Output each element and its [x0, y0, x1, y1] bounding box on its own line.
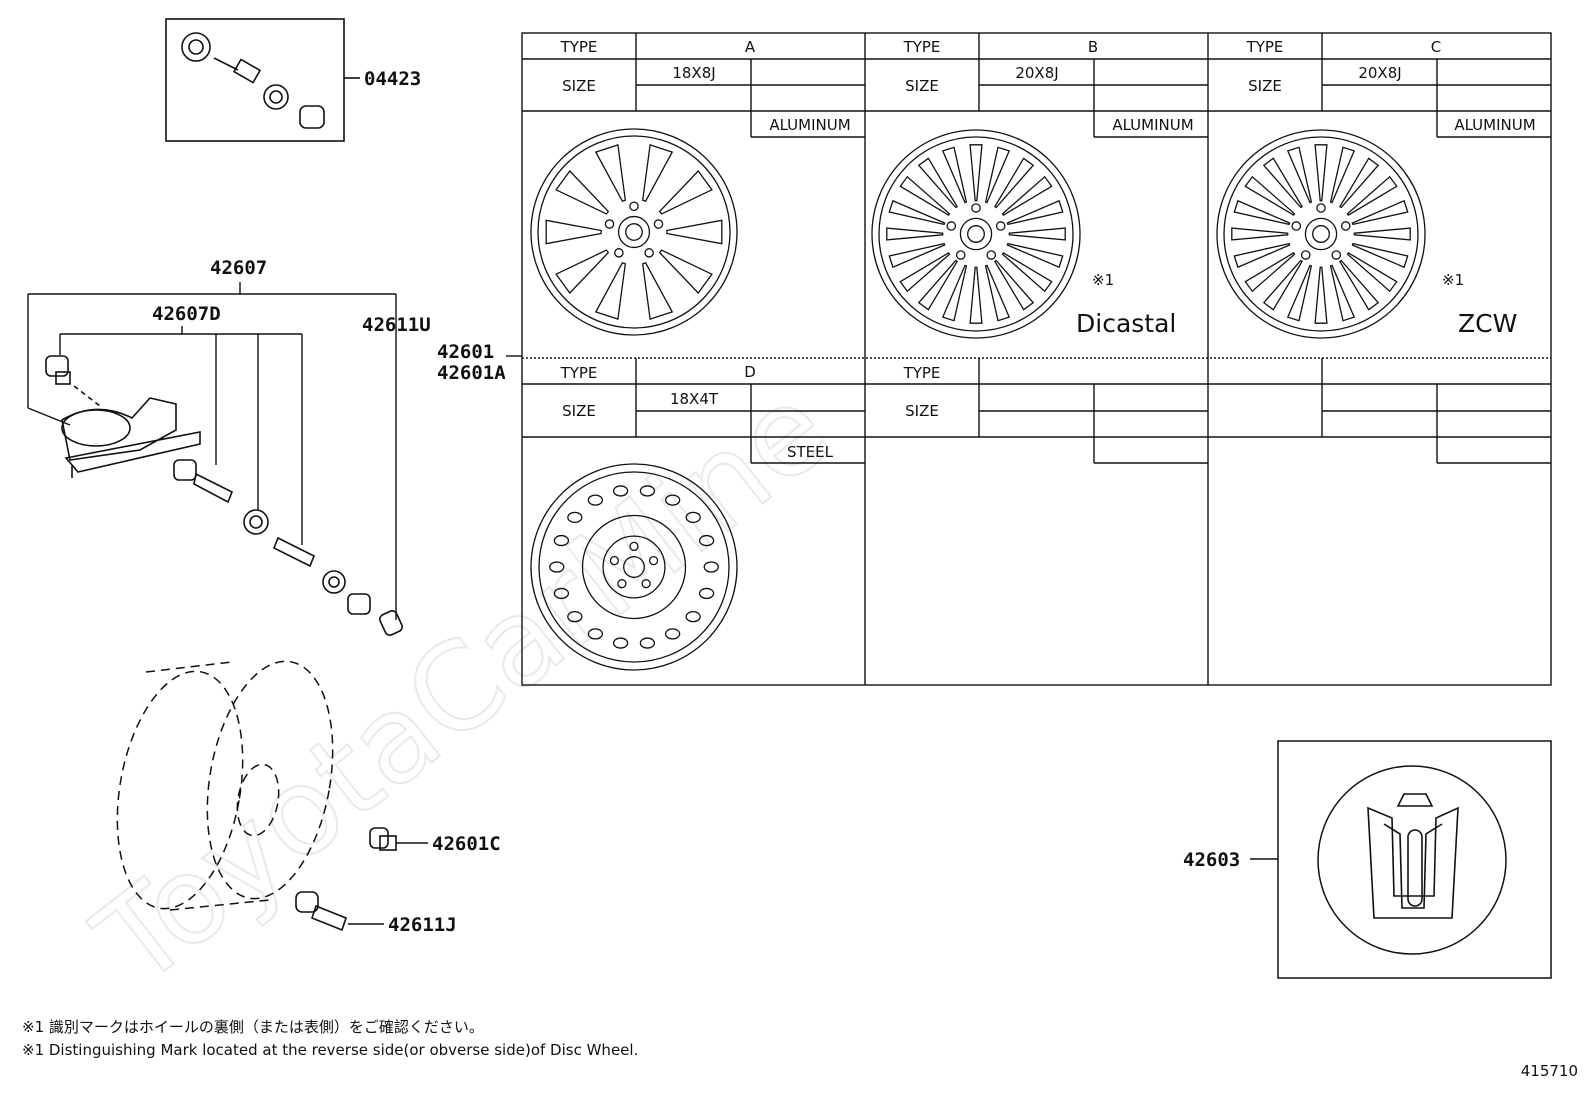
wheel-a-drawing [530, 128, 738, 336]
size-label-c: SIZE [1248, 77, 1282, 95]
type-label-d: TYPE [560, 364, 598, 382]
type-value-d: D [744, 363, 756, 381]
size-value-d: 18X4T [670, 390, 719, 408]
type-value-a: A [745, 38, 756, 56]
part-number-42601[interactable]: 42601 [437, 341, 494, 363]
type-label-empty: TYPE [903, 364, 941, 382]
watermark: ToyotaCarMine [71, 359, 855, 1014]
material-c: ALUMINUM [1454, 116, 1535, 134]
wheel-table-grid [521, 32, 1552, 686]
valve-kit-box [165, 18, 360, 142]
wheel-b-drawing [871, 129, 1081, 339]
mark-c: ※1 [1442, 271, 1464, 289]
tire-small-parts [295, 827, 428, 932]
part-number-42607[interactable]: 42607 [210, 257, 267, 279]
material-a: ALUMINUM [769, 116, 850, 134]
figure-number: 415710 [1520, 1062, 1578, 1080]
part-number-42607D[interactable]: 42607D [152, 303, 221, 325]
material-d: STEEL [787, 443, 834, 461]
size-label-d: SIZE [562, 402, 596, 420]
size-label-b: SIZE [905, 77, 939, 95]
part-number-04423[interactable]: 04423 [364, 68, 421, 90]
tpms-leader-lines [27, 282, 397, 620]
material-b: ALUMINUM [1112, 116, 1193, 134]
part-number-42611J[interactable]: 42611J [388, 914, 457, 936]
wheel-c-drawing [1216, 129, 1426, 339]
type-label-c: TYPE [1246, 38, 1284, 56]
size-value-a: 18X8J [672, 64, 715, 82]
type-label-b: TYPE [903, 38, 941, 56]
type-value-c: C [1431, 38, 1441, 56]
size-label-a: SIZE [562, 77, 596, 95]
size-value-c: 20X8J [1358, 64, 1401, 82]
wheel-d-drawing [530, 463, 738, 671]
size-label-empty: SIZE [905, 402, 939, 420]
toyota-emblem-icon [1367, 793, 1459, 919]
part-number-42603[interactable]: 42603 [1183, 849, 1240, 871]
mark-b: ※1 [1092, 271, 1114, 289]
brand-c: ZCW [1458, 309, 1517, 338]
part-number-42601C[interactable]: 42601C [432, 833, 501, 855]
type-label-a: TYPE [560, 38, 598, 56]
footnote-japanese: ※1 識別マークはホイールの裏側（または表側）をご確認ください。 [22, 1018, 484, 1036]
tpms-sensor-parts [45, 355, 403, 636]
brand-b: Dicastal [1076, 309, 1176, 338]
center-cap-box [1250, 740, 1552, 979]
footnote-english: ※1 Distinguishing Mark located at the re… [22, 1041, 639, 1059]
type-value-b: B [1088, 38, 1098, 56]
part-number-42601A[interactable]: 42601A [437, 362, 506, 384]
size-value-b: 20X8J [1015, 64, 1058, 82]
tire-outline [116, 660, 334, 911]
